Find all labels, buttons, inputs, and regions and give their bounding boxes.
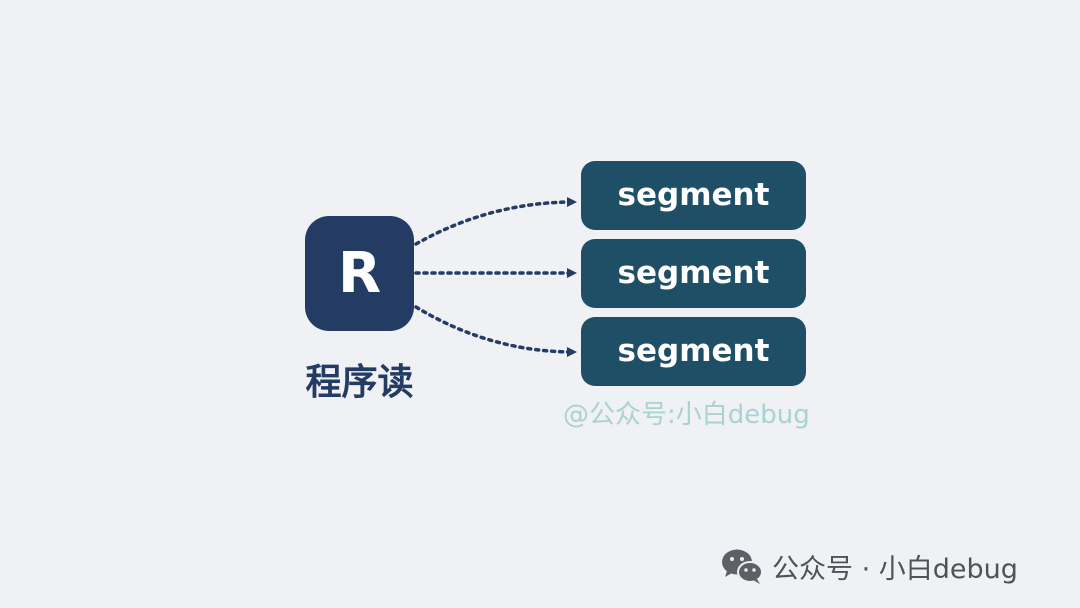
segment-box-3: segment — [581, 317, 806, 386]
footer-brand: 公众号 · 小白debug — [720, 544, 1018, 588]
arrow-to-segment-1 — [414, 197, 577, 246]
footer-text: 公众号 · 小白debug — [772, 553, 1018, 585]
segment-box-1: segment — [581, 161, 806, 230]
reader-letter: R — [337, 240, 382, 306]
segment-box-2: segment — [581, 239, 806, 308]
reader-caption: 程序读 — [305, 362, 414, 403]
arrow-to-segment-3 — [414, 305, 577, 357]
watermark-text: @公众号:小白debug — [563, 400, 810, 430]
reader-node: R — [305, 216, 414, 331]
wechat-icon — [722, 549, 763, 584]
